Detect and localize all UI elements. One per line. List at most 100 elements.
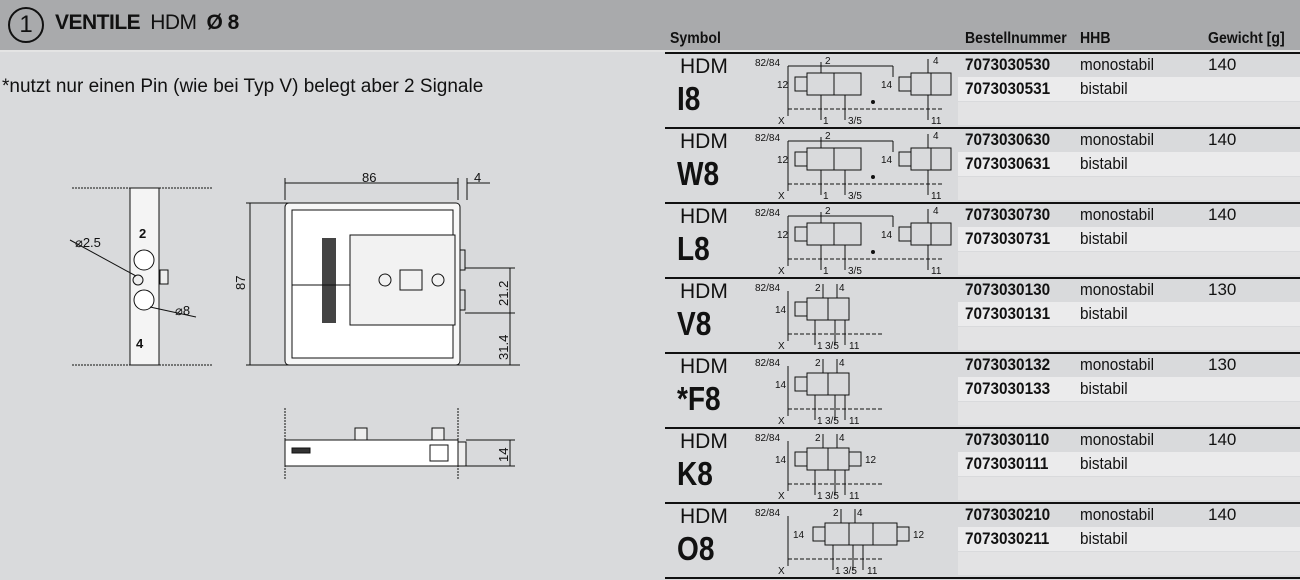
hhb-type: monostabil — [1080, 130, 1154, 149]
row-band — [958, 327, 1300, 350]
order-number[interactable]: 7073030731 — [965, 229, 1051, 248]
model-label: O8 — [677, 530, 715, 567]
col-symbol: Symbol — [670, 30, 721, 47]
port-4-label: 4 — [839, 283, 845, 294]
order-number[interactable]: 7073030530 — [965, 55, 1051, 74]
port-12-label: 12 — [777, 155, 789, 166]
col-weight: Gewicht [g] — [1208, 30, 1285, 47]
port-4-label: 4 — [933, 206, 939, 217]
col-order-no: Bestellnummer — [965, 30, 1067, 47]
port-2-label: 2 — [833, 508, 839, 519]
title-diameter: Ø 8 — [206, 11, 240, 34]
port-11-label: 11 — [931, 191, 942, 202]
port-12-label: 12 — [777, 80, 789, 91]
port-pilot-label: 82/84 — [755, 358, 780, 369]
hhb-type: bistabil — [1080, 454, 1128, 473]
port-1-label: 1 — [817, 491, 823, 502]
hhb-type: monostabil — [1080, 505, 1154, 524]
port-2-label: 2 — [815, 283, 821, 294]
order-number[interactable]: 7073030211 — [965, 529, 1050, 548]
bottom-offset-dimension: 31.4 — [496, 335, 511, 360]
port-14-label: 14 — [793, 530, 805, 541]
port-12-label: 12 — [777, 230, 789, 241]
weight: 140 — [1208, 505, 1237, 524]
hhb-type: bistabil — [1080, 529, 1128, 548]
hole-dimension: ⌀2.5 — [75, 235, 101, 250]
port-12-label: 12 — [865, 455, 877, 466]
row-band — [958, 377, 1300, 401]
row-band — [958, 152, 1300, 176]
port-pilot-label: 82/84 — [755, 133, 780, 144]
header-divider — [665, 52, 1300, 54]
port-x-label: X — [778, 266, 785, 277]
port-3-5-label: 3/5 — [848, 266, 862, 277]
port-4-label: 4 — [933, 56, 939, 67]
row-band — [958, 177, 1300, 200]
row-band — [958, 252, 1300, 275]
port-4-label: 4 — [839, 358, 845, 369]
height-dimension: 87 — [233, 276, 248, 290]
order-number[interactable]: 7073030131 — [965, 304, 1051, 323]
order-number[interactable]: 7073030133 — [965, 379, 1051, 398]
hhb-type: monostabil — [1080, 355, 1154, 374]
hhb-type: bistabil — [1080, 229, 1128, 248]
port-2-label: 2 — [139, 226, 146, 241]
port-1-label: 1 — [823, 116, 829, 127]
hhb-type: bistabil — [1080, 304, 1128, 323]
row-band — [958, 102, 1300, 125]
hhb-type: monostabil — [1080, 55, 1154, 74]
order-number[interactable]: 7073030130 — [965, 280, 1051, 299]
order-number[interactable]: 7073030531 — [965, 79, 1051, 98]
port-11-label: 11 — [849, 416, 860, 427]
port-4-label: 4 — [857, 508, 863, 519]
port-x-label: X — [778, 341, 785, 352]
series-label: HDM — [680, 280, 728, 303]
hhb-type: monostabil — [1080, 430, 1154, 449]
port-14-label: 14 — [881, 230, 893, 241]
port-3-5-label: 3/5 — [848, 191, 862, 202]
hhb-type: bistabil — [1080, 379, 1128, 398]
port-1-label: 1 — [823, 266, 829, 277]
port-pilot-label: 82/84 — [755, 508, 780, 519]
hhb-type: monostabil — [1080, 280, 1154, 299]
section-number: 1 — [8, 7, 44, 43]
hhb-type: bistabil — [1080, 79, 1128, 98]
port-pilot-label: 82/84 — [755, 208, 780, 219]
order-number[interactable]: 7073030111 — [965, 454, 1049, 473]
spacing-dimension: 21.2 — [496, 281, 511, 306]
port-x-label: X — [778, 491, 785, 502]
port-14-label: 14 — [881, 155, 893, 166]
order-number[interactable]: 7073030631 — [965, 154, 1051, 173]
port-3-5-label: 3/5 — [825, 416, 839, 427]
port-pilot-label: 82/84 — [755, 433, 780, 444]
model-label: *F8 — [677, 380, 721, 417]
row-band — [958, 227, 1300, 251]
order-number[interactable]: 7073030132 — [965, 355, 1051, 374]
series-label: HDM — [680, 130, 728, 153]
order-number[interactable]: 7073030210 — [965, 505, 1051, 524]
port-4-label: 4 — [136, 336, 144, 351]
port-14-label: 14 — [775, 380, 787, 391]
model-label: I8 — [677, 80, 701, 117]
port-4-label: 4 — [933, 131, 939, 142]
front-view: 86 4 87 21.2 31.4 — [233, 170, 520, 366]
port-12-label: 12 — [913, 530, 925, 541]
series-label: HDM — [680, 355, 728, 378]
bottom-view: 14 — [284, 408, 515, 480]
port-11-label: 11 — [849, 491, 860, 502]
technical-drawing: ⌀2.5 2 4 ⌀8 86 4 87 21.2 31.4 14 — [69, 170, 520, 480]
row-band — [958, 77, 1300, 101]
port-pilot-label: 82/84 — [755, 283, 780, 294]
order-number[interactable]: 7073030110 — [965, 430, 1050, 449]
port-1-label: 1 — [817, 416, 823, 427]
order-number[interactable]: 7073030630 — [965, 130, 1051, 149]
order-number[interactable]: 7073030730 — [965, 205, 1051, 224]
port-1-label: 1 — [835, 566, 841, 577]
port-x-label: X — [778, 566, 785, 577]
